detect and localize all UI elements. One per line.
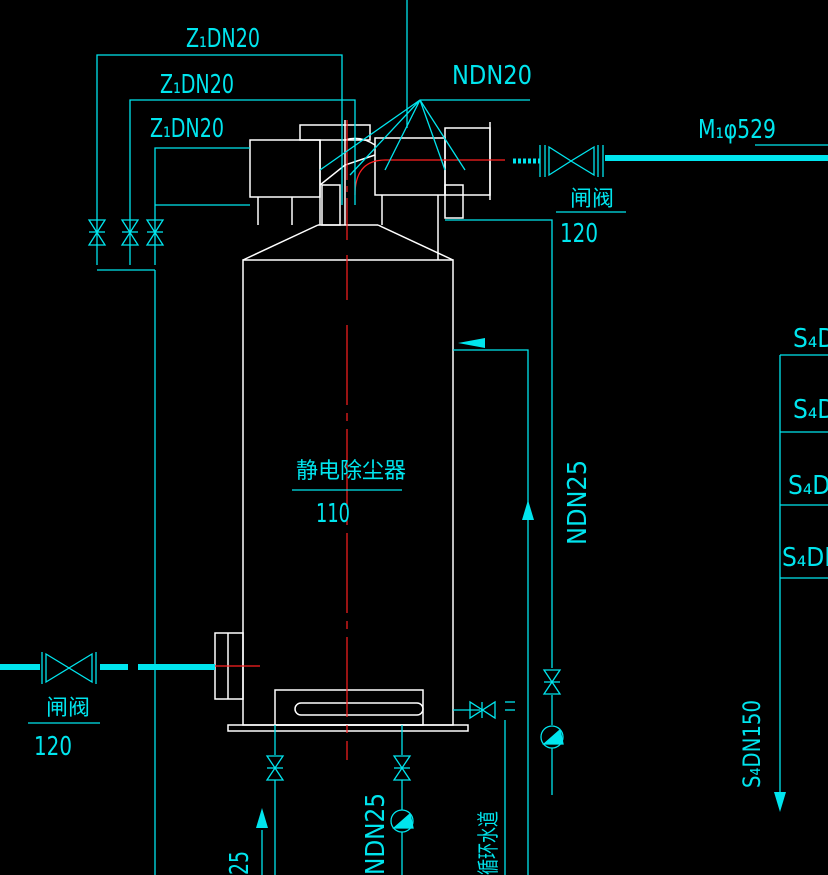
label-n-dn25-right: NDN25 — [563, 460, 593, 545]
label-m-pipe: M₁φ529 — [698, 115, 776, 145]
label-z-dn20-a: Z₁DN20 — [186, 24, 260, 54]
label-s4-dn150: S₄DN150 — [738, 700, 766, 788]
valve-bottom-a — [265, 755, 285, 781]
label-s4-right-1: S₄D — [793, 324, 828, 354]
valve-bottom-left-name: 闸阀 — [46, 696, 90, 721]
red-elbow — [354, 159, 445, 196]
heating-coil — [294, 702, 424, 716]
label-circulating-water: 循环水道 — [477, 811, 502, 875]
valve-z1-b — [120, 219, 140, 246]
label-n-dn20: NDN20 — [452, 61, 532, 91]
vessel-shell — [242, 259, 454, 726]
label-z-dn20-b: Z₁DN20 — [160, 70, 234, 100]
valve-z1-a — [87, 219, 107, 246]
gate-valve-bottom-left — [41, 652, 97, 684]
flow-arrows — [256, 338, 786, 828]
valve-top-right-tag: 120 — [560, 219, 598, 249]
top-outlet-left — [249, 139, 321, 198]
vessel-base-plate — [227, 724, 469, 732]
label-s4-right-4: S₄DN — [782, 543, 828, 573]
label-s4-right-3: S₄DN — [788, 471, 828, 501]
valve-bottom-b — [392, 755, 412, 781]
top-outlet-right — [374, 137, 446, 196]
label-s4-right-2: S₄D — [793, 395, 828, 425]
gate-valve-top-right — [539, 145, 604, 177]
valve-symbols — [41, 145, 604, 781]
equipment-name: 静电除尘器 — [296, 459, 406, 484]
arrow-up-bottom — [256, 808, 268, 828]
precipitator-vessel — [214, 120, 491, 732]
centerlines — [205, 120, 505, 760]
valve-ndn25 — [542, 669, 562, 695]
equipment-tag: 110 — [316, 499, 350, 529]
label-z-dn20-c: Z₁DN20 — [150, 114, 224, 144]
valve-water-return — [469, 700, 515, 720]
arrow-up-right — [522, 500, 534, 520]
valve-bottom-left-tag: 120 — [34, 732, 72, 762]
arrow-down-s4 — [774, 792, 786, 812]
label-n-dn25-bottom: NDN25 — [361, 793, 391, 875]
pump-symbols — [390, 725, 564, 833]
valve-top-right-name: 闸阀 — [570, 187, 614, 212]
bottom-inner-box — [274, 689, 424, 726]
label-dn25-bottom-left: 25 — [225, 851, 255, 875]
vessel-cone-left — [242, 224, 319, 261]
main-pipes — [0, 155, 828, 670]
piping — [28, 0, 828, 875]
vessel-cone-right — [377, 224, 454, 261]
valve-z1-c — [145, 219, 165, 246]
top-stack — [299, 124, 371, 141]
